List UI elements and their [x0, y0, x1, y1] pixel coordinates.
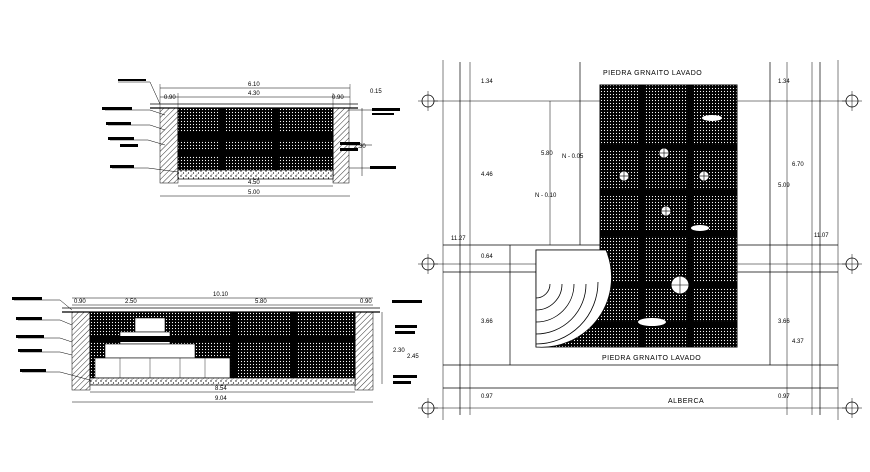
dim-right-4: 0.97 — [778, 394, 790, 400]
dim-depth: 2.30 — [393, 348, 405, 354]
pool-body — [177, 107, 334, 177]
dim-bottom-inner: 4.50 — [248, 180, 260, 186]
dim-wall-right: 0.90 — [360, 299, 372, 305]
dim-basin: 5.80 — [255, 299, 267, 305]
dim-left-3: 0.64 — [481, 254, 493, 260]
dim-bottom-total: 5.00 — [248, 190, 260, 196]
dim-steps: 2.50 — [125, 299, 137, 305]
dim-right-b1: 6.70 — [792, 162, 804, 168]
pool-plan: PIEDRA GRNAITO LAVADO PIEDRA GRNAITO LAV… — [418, 60, 862, 420]
dim-depth-total: 2.45 — [407, 354, 419, 360]
step-zone — [535, 249, 612, 348]
band — [290, 312, 296, 384]
dim-left-total: 11.27 — [451, 236, 466, 242]
axis-marker-cross — [418, 91, 862, 418]
section-detail-1: 6.10 4.30 0.90 0.90 0.15 2.30 4.50 5.00 — [102, 79, 400, 197]
dim-right-1: 1.34 — [778, 79, 790, 85]
dim-right-total: 11.07 — [814, 233, 829, 239]
dim-wall-right: 0.90 — [332, 95, 344, 101]
leader-notes-right — [349, 109, 372, 169]
gravel-base — [177, 169, 334, 180]
plan-title-bottom: ALBERCA — [668, 398, 704, 405]
step-lines — [119, 358, 206, 378]
dim-right-3: 3.66 — [778, 319, 790, 325]
dim-depth: 2.30 — [354, 144, 366, 150]
tile-bands — [536, 85, 737, 347]
band — [272, 108, 278, 176]
dim-total-width: 10.10 — [213, 292, 229, 298]
dim-left-5: 0.97 — [481, 394, 493, 400]
note-blocks-right — [392, 300, 422, 384]
note-blocks-right — [340, 108, 400, 169]
level-mark-2: N - 0.10 — [535, 193, 557, 199]
soil-right — [354, 311, 374, 391]
dim-left-4: 3.66 — [481, 319, 493, 325]
level-mark-1: N - 0.05 — [562, 154, 584, 160]
band — [232, 312, 238, 384]
plan-title-top: PIEDRA GRNAITO LAVADO — [603, 70, 702, 77]
dim-lines-left — [469, 62, 551, 415]
pool-basin — [599, 84, 738, 348]
dim-right-b2: 4.37 — [792, 339, 804, 345]
band — [178, 132, 333, 140]
drain-icons — [618, 147, 710, 295]
dim-left-1: 1.34 — [481, 79, 493, 85]
plan-title-mid: PIEDRA GRNAITO LAVADO — [602, 355, 701, 362]
band — [220, 108, 226, 176]
dim-inner: 5.80 — [541, 151, 553, 157]
band — [178, 150, 333, 156]
gravel-base — [89, 377, 356, 386]
dim-wall-left: 0.90 — [74, 299, 86, 305]
rock-marks — [638, 115, 722, 326]
soil-right — [332, 107, 350, 184]
dim-bottom-inner: 8.54 — [215, 386, 227, 392]
section-detail-2: 10.10 0.90 2.50 5.80 0.90 2.30 2.45 8.54… — [12, 292, 422, 403]
band — [90, 336, 355, 342]
dim-right-2: 5.09 — [778, 183, 790, 189]
dim-bottom-total: 9.04 — [215, 396, 227, 402]
soil-left — [71, 311, 91, 391]
note-blocks-left — [102, 79, 146, 168]
dim-total-width: 6.10 — [248, 82, 260, 88]
dim-lines-right — [786, 62, 813, 415]
dim-wall-left: 0.90 — [164, 95, 176, 101]
note-blocks-left — [12, 297, 46, 372]
dim-left-2: 4.46 — [481, 172, 493, 178]
step-arcs-ink — [535, 281, 599, 345]
dim-coping: 0.15 — [370, 89, 382, 95]
dim-inner-width: 4.30 — [248, 91, 260, 97]
